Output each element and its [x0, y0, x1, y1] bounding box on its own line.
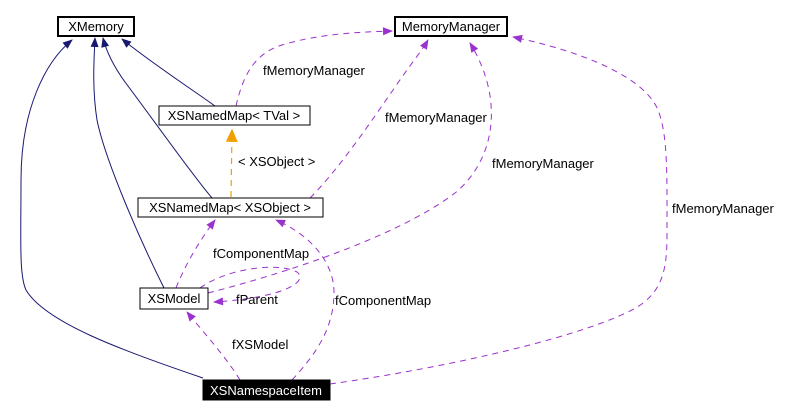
- edge-xsmodel-fparent-self: [199, 266, 301, 306]
- edge-xsnamedmap-xsobject-fmemorymanager: [309, 39, 429, 199]
- node-xsnamespaceitem[interactable]: XSNamespaceItem: [202, 379, 331, 401]
- edge-xsnamedmap-tval-inherits-xmemory: [121, 38, 216, 107]
- node-xmemory[interactable]: XMemory: [57, 16, 135, 37]
- edge-label-fparent: fParent: [236, 292, 278, 307]
- edge-label-fcomponentmap-1: fComponentMap: [213, 246, 309, 261]
- edge-xsnamedmap-xsobject-inherits-xmemory: [101, 37, 213, 199]
- node-xsnamespaceitem-label: XSNamespaceItem: [210, 383, 322, 398]
- node-xsnamedmap-xsobject-label: XSNamedMap< XSObject >: [149, 200, 311, 215]
- edge-xsmodel-fmemorymanager: [207, 42, 492, 294]
- edge-label-fmemorymanager-2: fMemoryManager: [385, 110, 488, 125]
- node-xsnamedmap-tval[interactable]: XSNamedMap< TVal >: [158, 105, 311, 126]
- node-memorymanager-label: MemoryManager: [402, 19, 501, 34]
- edge-xsmodel-inherits-xmemory: [90, 37, 165, 289]
- edge-label-fmemorymanager-4: fMemoryManager: [672, 201, 775, 216]
- edge-xsnamespaceitem-fmemorymanager: [329, 34, 668, 385]
- edge-label-fxsmodel: fXSModel: [232, 337, 288, 352]
- node-memorymanager[interactable]: MemoryManager: [394, 16, 508, 37]
- edge-xsnamespaceitem-inherits-xmemory: [20, 39, 204, 379]
- edge-label-fmemorymanager-1: fMemoryManager: [263, 63, 366, 78]
- node-xsnamedmap-xsobject[interactable]: XSNamedMap< XSObject >: [137, 197, 324, 218]
- edge-xsnamedmap-template-instance: [225, 128, 238, 198]
- edge-label-fcomponentmap-2: fComponentMap: [335, 293, 431, 308]
- edge-label-fmemorymanager-3: fMemoryManager: [492, 156, 595, 171]
- edge-xsnamespaceitem-fxsmodel: [186, 311, 241, 381]
- edge-label-template-args: < XSObject >: [238, 154, 315, 169]
- node-xmemory-label: XMemory: [68, 19, 124, 34]
- node-xsnamedmap-tval-label: XSNamedMap< TVal >: [168, 108, 300, 123]
- node-xsmodel[interactable]: XSModel: [139, 287, 209, 310]
- node-xsmodel-label: XSModel: [148, 291, 201, 306]
- edge-xsmodel-fcomponentmap: [175, 219, 216, 289]
- edge-xsnamedmap-tval-fmemorymanager: [235, 27, 393, 107]
- edge-xsnamespaceitem-fcomponentmap: [275, 219, 335, 381]
